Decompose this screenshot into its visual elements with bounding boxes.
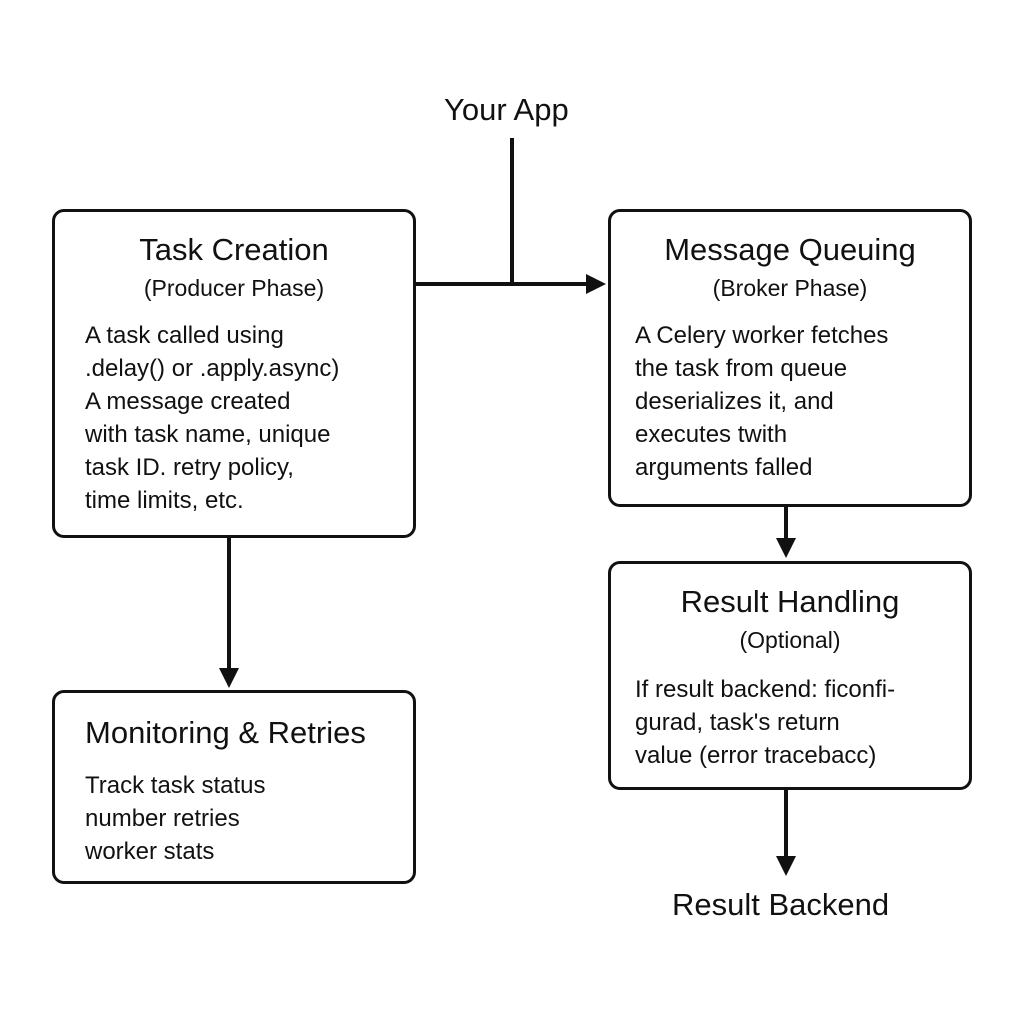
- monitoring-line: Track task status: [85, 772, 266, 799]
- monitoring-title: Monitoring & Retries: [85, 715, 366, 750]
- message-queuing-box: Message Queuing (Broker Phase) A Celery …: [608, 209, 972, 507]
- message-queuing-line: A Celery worker fetches: [635, 322, 889, 349]
- task-creation-line: time limits, etc.: [85, 487, 244, 514]
- result-handling-line: If result backend: ficonfi-: [635, 676, 896, 703]
- message-queuing-body: A Celery worker fetches the task from qu…: [635, 319, 969, 484]
- message-queuing-line: the task from queue: [635, 355, 848, 382]
- monitoring-body: Track task status number retries worker …: [85, 769, 413, 868]
- message-queuing-line: deserializes it, and: [635, 388, 834, 415]
- task-creation-line: task ID. retry policy,: [85, 454, 294, 481]
- monitoring-box: Monitoring & Retries Track task status n…: [52, 690, 416, 884]
- message-queuing-title: Message Queuing: [664, 232, 916, 267]
- arrowhead-creation-to-monitoring: [219, 668, 239, 688]
- task-creation-line: A task called using: [85, 322, 284, 349]
- result-handling-title: Result Handling: [680, 584, 900, 619]
- result-handling-subtitle: (Optional): [739, 627, 841, 653]
- message-queuing-line: arguments falled: [635, 454, 813, 481]
- task-creation-body: A task called using .delay() or .apply.a…: [85, 319, 413, 517]
- result-handling-box: Result Handling (Optional) If result bac…: [608, 561, 972, 790]
- task-creation-line: with task name, unique: [85, 421, 331, 448]
- task-creation-box: Task Creation (Producer Phase) A task ca…: [52, 209, 416, 538]
- arrowhead-creation-to-queuing: [586, 274, 606, 294]
- arrowhead-queuing-to-result: [776, 538, 796, 558]
- task-creation-subtitle: (Producer Phase): [143, 275, 325, 301]
- task-creation-line: A message created: [85, 388, 291, 415]
- result-handling-body: If result backend: ficonfi- gurad, task'…: [635, 673, 969, 772]
- result-handling-line: value (error tracebacc): [635, 742, 877, 769]
- monitoring-line: worker stats: [85, 838, 215, 865]
- arrowhead-result-to-backend: [776, 856, 796, 876]
- result-handling-line: gurad, task's return: [635, 709, 840, 736]
- message-queuing-subtitle: (Broker Phase): [712, 275, 868, 301]
- your-app-label: Your App: [444, 92, 569, 127]
- message-queuing-line: executes twith: [635, 421, 788, 448]
- task-creation-line: .delay() or .apply.async): [85, 355, 340, 382]
- monitoring-line: number retries: [85, 805, 240, 832]
- task-creation-title: Task Creation: [139, 232, 329, 267]
- result-backend-label: Result Backend: [672, 887, 890, 922]
